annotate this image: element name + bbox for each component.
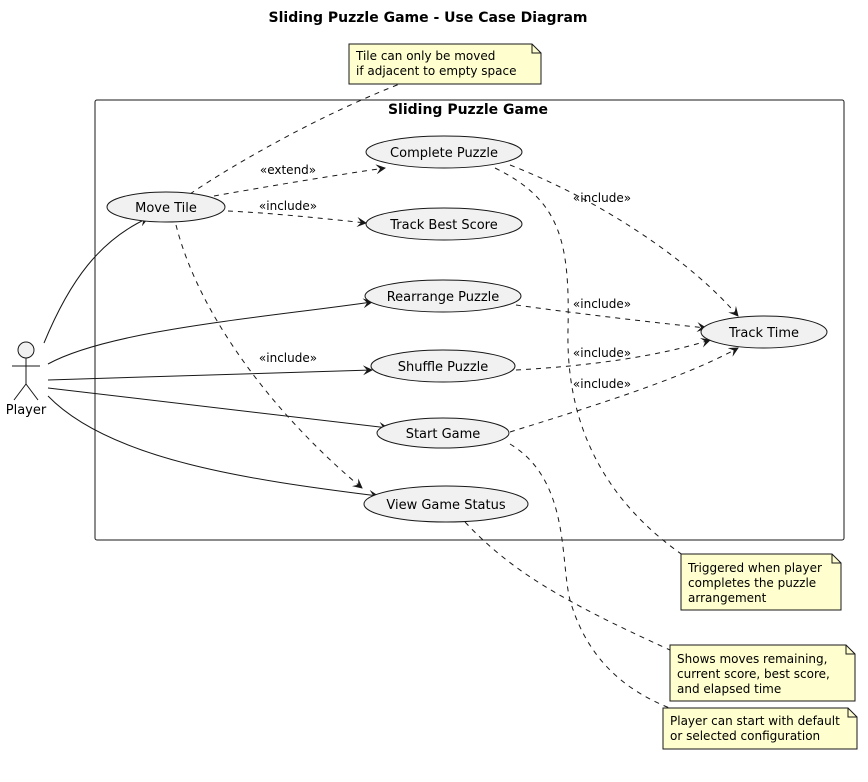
note-status-line-2: current score, best score, xyxy=(677,667,830,681)
association-move-tile xyxy=(43,217,149,344)
extend-arrow xyxy=(213,164,386,197)
actor-left-leg xyxy=(13,383,27,401)
note-complete: Triggered when player completes the puzz… xyxy=(680,553,842,611)
include-complete-time-label: «include» xyxy=(573,191,631,205)
include-complete-time-arrow xyxy=(509,164,739,317)
include-rearrange-time-arrow xyxy=(515,304,707,333)
actor-right-leg xyxy=(25,383,39,401)
use-case-track-best-score[interactable]: Track Best Score xyxy=(365,207,523,241)
use-case-complete-puzzle[interactable]: Complete Puzzle xyxy=(365,135,523,169)
note-status-line-1: Shows moves remaining, xyxy=(677,652,827,666)
use-case-shuffle-puzzle-label: Shuffle Puzzle xyxy=(398,360,489,375)
use-case-track-time-label: Track Time xyxy=(728,326,799,341)
note-tile-move-line-1: Tile can only be moved xyxy=(355,49,495,63)
include-best-score-arrow xyxy=(227,210,367,227)
note-start: Player can start with default or selecte… xyxy=(662,707,858,750)
use-case-track-time[interactable]: Track Time xyxy=(700,315,828,349)
association-shuffle-puzzle xyxy=(47,365,373,381)
actor-player[interactable] xyxy=(12,341,40,401)
note-complete-line-2: completes the puzzle xyxy=(688,576,816,590)
use-case-start-game[interactable]: Start Game xyxy=(376,417,510,449)
use-case-start-game-label: Start Game xyxy=(406,427,481,442)
note-connector-tile-move xyxy=(189,79,411,195)
note-status-line-3: and elapsed time xyxy=(677,682,781,696)
note-complete-line-3: arrangement xyxy=(688,591,767,605)
note-start-line-2: or selected configuration xyxy=(670,729,820,743)
use-case-track-best-score-label: Track Best Score xyxy=(389,218,497,233)
note-status: Shows moves remaining, current score, be… xyxy=(669,644,856,702)
use-case-rearrange-puzzle[interactable]: Rearrange Puzzle xyxy=(364,279,522,313)
use-case-view-game-status-label: View Game Status xyxy=(386,498,505,513)
include-move-status-arrow xyxy=(175,224,363,489)
use-case-move-tile[interactable]: Move Tile xyxy=(106,191,226,223)
use-case-view-game-status[interactable]: View Game Status xyxy=(363,485,529,523)
note-connector-status xyxy=(464,521,671,651)
extend-label: «extend» xyxy=(260,163,316,177)
note-connector-start xyxy=(509,443,691,716)
include-rearrange-time-label: «include» xyxy=(573,297,631,311)
association-view-game-status xyxy=(47,395,379,500)
note-tile-move-line-2: if adjacent to empty space xyxy=(356,64,517,78)
association-rearrange-puzzle xyxy=(47,298,373,365)
note-connector-complete xyxy=(494,167,691,561)
actor-head xyxy=(17,341,35,359)
note-connectors xyxy=(189,79,691,716)
include-move-status-label: «include» xyxy=(259,351,317,365)
use-case-move-tile-label: Move Tile xyxy=(135,201,197,216)
note-tile-move: Tile can only be moved if adjacent to em… xyxy=(348,43,542,85)
include-start-time-arrow xyxy=(509,347,739,433)
association-start-game xyxy=(47,387,389,432)
use-case-shuffle-puzzle[interactable]: Shuffle Puzzle xyxy=(370,349,516,383)
note-start-line-1: Player can start with default xyxy=(670,714,840,728)
use-case-complete-puzzle-label: Complete Puzzle xyxy=(390,146,498,161)
system-boundary xyxy=(94,99,845,541)
use-case-rearrange-puzzle-label: Rearrange Puzzle xyxy=(387,290,500,305)
include-best-score-label: «include» xyxy=(259,199,317,213)
include-shuffle-time-label: «include» xyxy=(573,346,631,360)
system-boundary-title: Sliding Puzzle Game xyxy=(388,102,548,118)
diagram-title: Sliding Puzzle Game - Use Case Diagram xyxy=(269,10,588,26)
include-start-time-label: «include» xyxy=(573,377,631,391)
actor-label: Player xyxy=(6,403,47,418)
note-complete-line-1: Triggered when player xyxy=(687,561,822,575)
